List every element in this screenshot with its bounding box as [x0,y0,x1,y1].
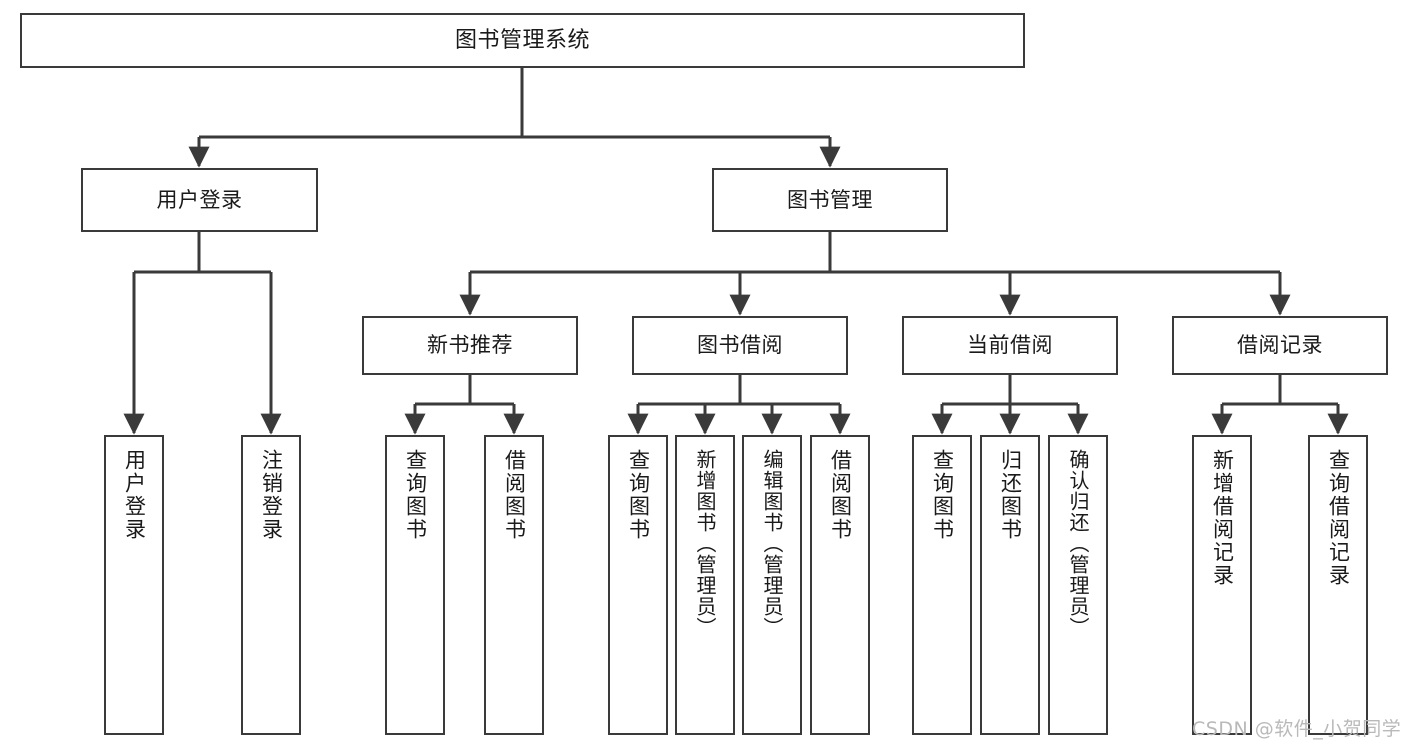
node-leaf-edit-book-admin[interactable]: 编辑图书（管理员） [742,435,802,735]
node-label: 确认归还（管理员） [1066,449,1090,638]
node-leaf-query-book-current[interactable]: 查询图书 [912,435,972,735]
node-label: 查询图书 [626,449,651,541]
node-leaf-add-book-admin[interactable]: 新增图书（管理员） [675,435,735,735]
watermark-text: CSDN @软件_小贺同学 [1192,718,1402,740]
node-current-borrowing[interactable]: 当前借阅 [902,316,1118,375]
node-label: 注销登录 [259,449,284,541]
node-label: 新书推荐 [427,333,513,358]
node-label: 归还图书 [998,449,1023,541]
node-new-book-recommendation[interactable]: 新书推荐 [362,316,578,375]
node-leaf-borrow-book-borrowing[interactable]: 借阅图书 [810,435,870,735]
node-book-management[interactable]: 图书管理 [712,168,948,232]
node-leaf-query-book-new-rec[interactable]: 查询图书 [385,435,445,735]
node-label: 编辑图书（管理员） [760,449,784,638]
node-borrowing-record[interactable]: 借阅记录 [1172,316,1388,375]
node-leaf-confirm-return-admin[interactable]: 确认归还（管理员） [1048,435,1108,735]
node-book-borrowing[interactable]: 图书借阅 [632,316,848,375]
node-leaf-logout[interactable]: 注销登录 [241,435,301,735]
node-root-book-management-system[interactable]: 图书管理系统 [20,13,1025,68]
node-leaf-return-book[interactable]: 归还图书 [980,435,1040,735]
node-label: 当前借阅 [967,333,1053,358]
node-user-login[interactable]: 用户登录 [81,168,318,232]
node-label: 新增借阅记录 [1210,449,1235,587]
node-label: 借阅图书 [828,449,853,541]
node-leaf-query-book-borrowing[interactable]: 查询图书 [608,435,668,735]
node-leaf-user-login[interactable]: 用户登录 [104,435,164,735]
node-label: 新增图书（管理员） [693,449,717,638]
node-leaf-borrow-book-new-rec[interactable]: 借阅图书 [484,435,544,735]
node-label: 查询图书 [403,449,428,541]
node-label: 借阅记录 [1237,333,1323,358]
node-label: 图书管理系统 [454,27,590,53]
node-label: 图书借阅 [697,333,783,358]
node-leaf-query-borrowing-record[interactable]: 查询借阅记录 [1308,435,1368,735]
node-label: 借阅图书 [502,449,527,541]
node-leaf-add-borrowing-record[interactable]: 新增借阅记录 [1192,435,1252,735]
node-label: 查询借阅记录 [1326,449,1351,587]
node-label: 用户登录 [156,187,243,212]
node-label: 图书管理 [787,187,873,212]
node-label: 查询图书 [930,449,955,541]
node-label: 用户登录 [122,449,147,541]
